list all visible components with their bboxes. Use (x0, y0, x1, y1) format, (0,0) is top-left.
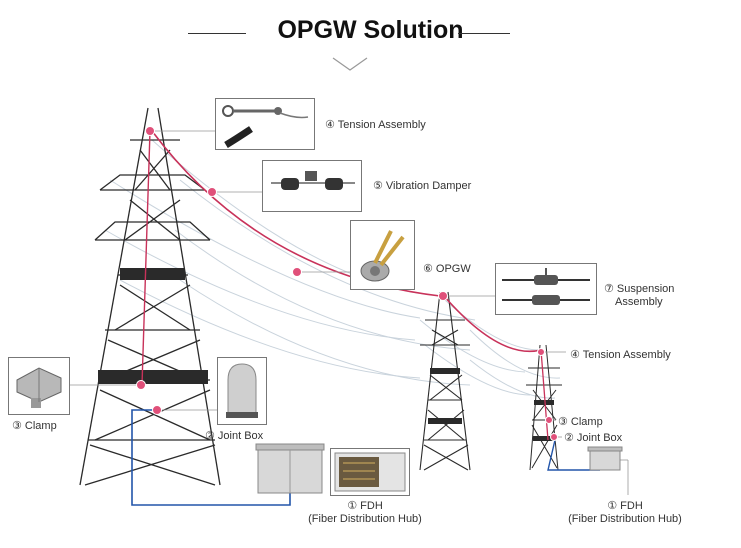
vibration-damper-box (262, 160, 362, 212)
opgw-downlead-left (141, 130, 151, 386)
opgw-cable-span-2 (443, 295, 542, 353)
callout-lines (70, 130, 629, 495)
label-clamp-left: ③ Clamp (12, 420, 57, 432)
suspension-assembly-box (495, 263, 597, 315)
tower-left-platform-lower (98, 370, 208, 384)
tension-assembly-box (215, 98, 315, 150)
clamp-box (8, 357, 70, 415)
tower-middle-platform-upper (430, 368, 460, 374)
tower-left-platform-upper (120, 268, 185, 280)
label-fdh-left-line1: ① FDH (347, 500, 383, 512)
opgw-cable-icon (360, 230, 405, 282)
fdh-cabinet-right-icon (587, 446, 623, 471)
fdh-cabinet-icon (255, 443, 325, 494)
label-tension-assembly-right: ④ Tension Assembly (570, 349, 671, 361)
tower-left (79, 107, 221, 486)
label-suspension-line1: ⑦ Suspension (604, 283, 675, 295)
vibration-damper-icon (271, 171, 355, 190)
tower-right (526, 344, 562, 471)
label-vibration-damper: ⑤ Vibration Damper (373, 180, 472, 192)
opgw-box (350, 220, 415, 290)
tower-right-platform-lower (533, 436, 555, 441)
suspension-assembly-icon (502, 268, 590, 305)
chevron-down-icon (332, 57, 368, 71)
fdh-detail-box (330, 448, 410, 496)
label-fdh-right-line1: ① FDH (607, 500, 643, 512)
title-divider-right (458, 33, 510, 34)
fdh-interior-icon (334, 452, 406, 492)
label-joint-box-left: ② Joint Box (205, 430, 264, 442)
label-tension-assembly-top: ④ Tension Assembly (325, 119, 426, 131)
tower-middle (419, 291, 471, 471)
tower-right-platform-upper (534, 400, 554, 405)
joint-box-box (217, 357, 267, 425)
tower-middle-platform-lower (428, 418, 462, 424)
page-title: OPGW Solution (277, 16, 464, 44)
label-suspension-line2: Assembly (615, 296, 663, 308)
opgw-downlead-right (540, 349, 549, 441)
joint-box-icon (226, 363, 258, 418)
clamp-icon (16, 367, 62, 408)
tension-assembly-icon (222, 105, 309, 149)
fiber-cable-right (547, 439, 600, 471)
label-opgw: ⑥ OPGW (423, 263, 471, 275)
label-clamp-right: ③ Clamp (558, 416, 603, 428)
label-fdh-right-line2: (Fiber Distribution Hub) (568, 513, 682, 525)
label-joint-box-right: ② Joint Box (564, 432, 623, 444)
title-divider-left (188, 33, 246, 34)
label-fdh-left-line2: (Fiber Distribution Hub) (308, 513, 422, 525)
